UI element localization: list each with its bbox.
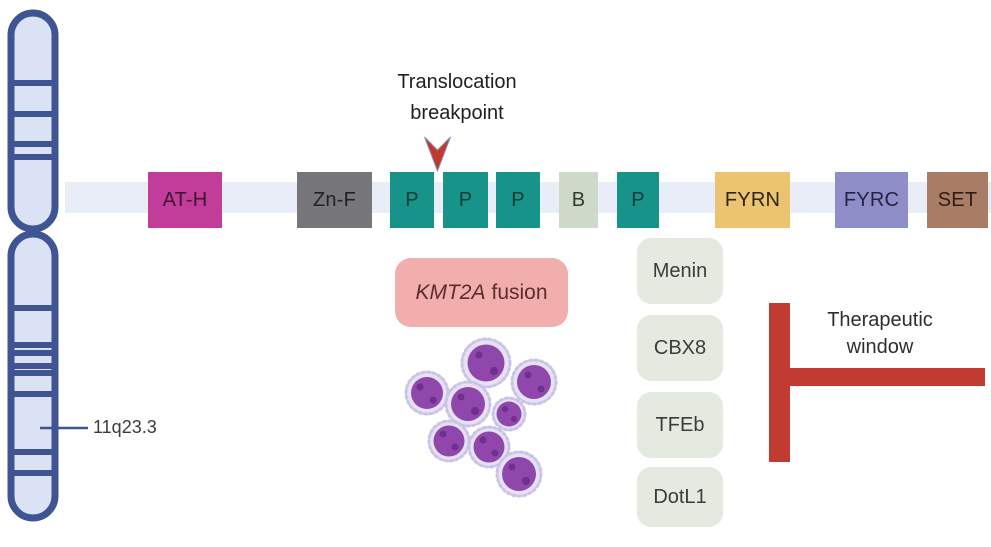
breakpoint-caption-line2: breakpoint	[410, 102, 504, 124]
therapeutic-caption-line2: window	[846, 336, 914, 358]
breakpoint-caption: Translocation breakpoint	[357, 67, 557, 129]
domain-label: FYRN	[724, 188, 781, 211]
chromosome-p-arm	[7, 9, 59, 233]
fusion-annotation-box: KMT2A fusion	[395, 258, 568, 327]
target-box-tfeb: TFEb	[637, 392, 723, 458]
chromosome-band-label: 11q23.3	[93, 417, 157, 437]
domain-box-p3: P	[496, 172, 540, 228]
therapeutic-caption-line1: Therapeutic	[827, 309, 933, 331]
cell	[427, 419, 471, 463]
domain-box-p2: P	[443, 172, 488, 228]
target-box-cbx8: CBX8	[637, 315, 723, 381]
leukemia-cell-cluster	[404, 337, 558, 498]
chromosome-ideogram	[7, 9, 88, 522]
target-label: DotL1	[653, 485, 707, 508]
target-label: CBX8	[653, 336, 707, 359]
domain-box-fyrn: FYRN	[715, 172, 790, 228]
domain-label: SET	[937, 188, 978, 211]
fusion-suffix: fusion	[491, 280, 548, 304]
target-box-menin: Menin	[637, 238, 723, 304]
therapeutic-bracket-horizontal	[788, 368, 985, 386]
fusion-gene-name: KMT2A	[415, 280, 486, 304]
cell	[467, 425, 511, 469]
domain-box-set: SET	[927, 172, 988, 228]
domain-box-ath: AT-H	[148, 172, 222, 228]
breakpoint-arrow-icon	[424, 136, 451, 173]
target-label: Menin	[652, 259, 708, 282]
domain-label: P	[631, 188, 645, 211]
domain-box-fyrc: FYRC	[835, 172, 908, 228]
domain-box-b: B	[559, 172, 598, 228]
domain-label: AT-H	[162, 188, 208, 211]
cell	[491, 396, 527, 432]
therapeutic-bracket-vertical	[769, 303, 790, 462]
cell	[510, 358, 558, 406]
chromosome-bands	[14, 80, 52, 476]
cell	[404, 370, 450, 416]
domain-label: P	[458, 188, 473, 211]
cell	[460, 337, 512, 389]
domain-label: P	[511, 188, 525, 211]
domain-label: P	[405, 188, 419, 211]
therapeutic-window-caption: Therapeutic window	[795, 307, 965, 361]
target-box-dotl1: DotL1	[637, 467, 723, 527]
domain-box-p1: P	[390, 172, 434, 228]
cell	[444, 380, 492, 428]
target-label: TFEb	[655, 413, 705, 436]
breakpoint-caption-line1: Translocation	[397, 71, 517, 93]
domain-label: B	[571, 188, 586, 211]
domain-label: FYRC	[843, 188, 900, 211]
domain-box-p4: P	[617, 172, 659, 228]
domain-box-znf: Zn-F	[297, 172, 372, 228]
cell	[495, 450, 543, 498]
domain-label: Zn-F	[312, 188, 357, 211]
